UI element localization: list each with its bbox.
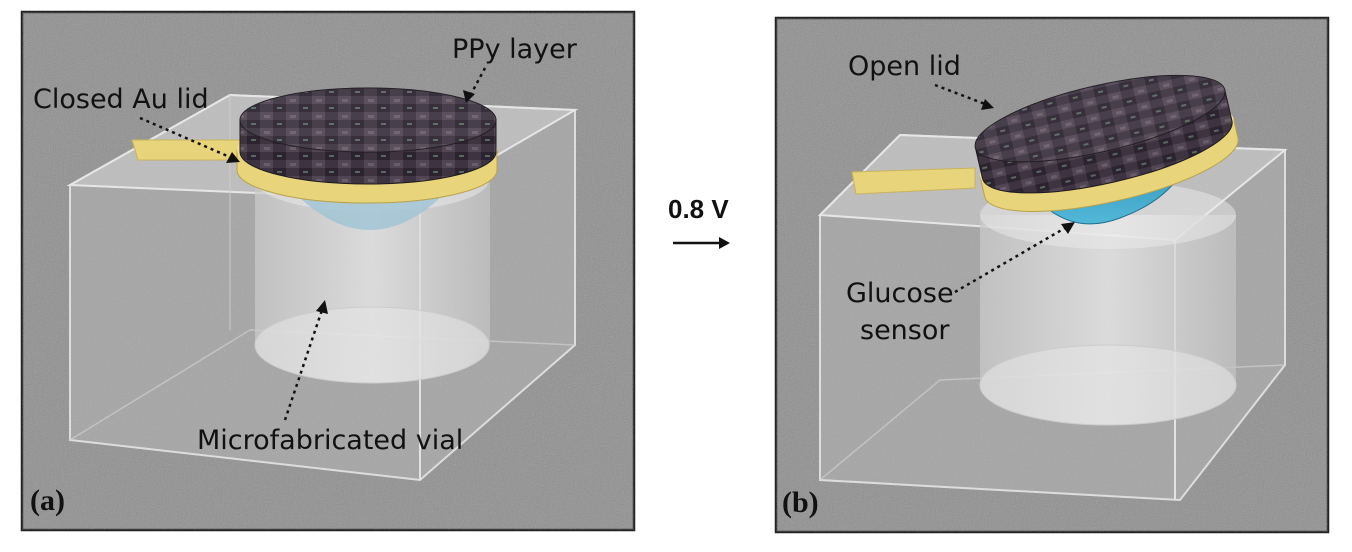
leader-glucose-sensor (954, 226, 1066, 294)
panel-b-tag: (b) (782, 486, 819, 519)
transition: 0.8 V (668, 194, 730, 249)
leader-ppy-layer (468, 67, 487, 97)
panel-b-lid (974, 74, 1239, 212)
voltage-label: 0.8 V (668, 194, 729, 224)
panel-b: Open lid Glucose sensor (b) (774, 16, 1330, 534)
label-vial: Microfabricated vial (197, 425, 463, 456)
label-closed-lid: Closed Au lid (33, 84, 209, 115)
leader-ppy-layer-arrow (463, 90, 475, 103)
leader-closed-lid-arrow (226, 152, 240, 163)
panel-a-tag: (a) (30, 484, 65, 517)
label-open-lid: Open lid (848, 51, 961, 82)
leader-glucose-sensor-arrow (1061, 222, 1075, 234)
label-glucose: Glucose (846, 278, 954, 309)
panel-a-ppy (239, 87, 497, 185)
transition-arrow-head (719, 237, 730, 249)
panel-a: PPy layer Closed Au lid Microfabricated … (20, 10, 636, 532)
label-ppy-layer: PPy layer (452, 34, 578, 65)
leader-open-lid (934, 83, 986, 106)
leader-closed-lid (139, 116, 233, 160)
label-sensor: sensor (860, 315, 950, 346)
leader-vial (283, 309, 324, 421)
panel-a-sensor (300, 198, 440, 230)
leader-vial-arrow (316, 300, 328, 314)
leader-open-lid-arrow (981, 99, 994, 110)
panel-b-lead (851, 167, 976, 195)
